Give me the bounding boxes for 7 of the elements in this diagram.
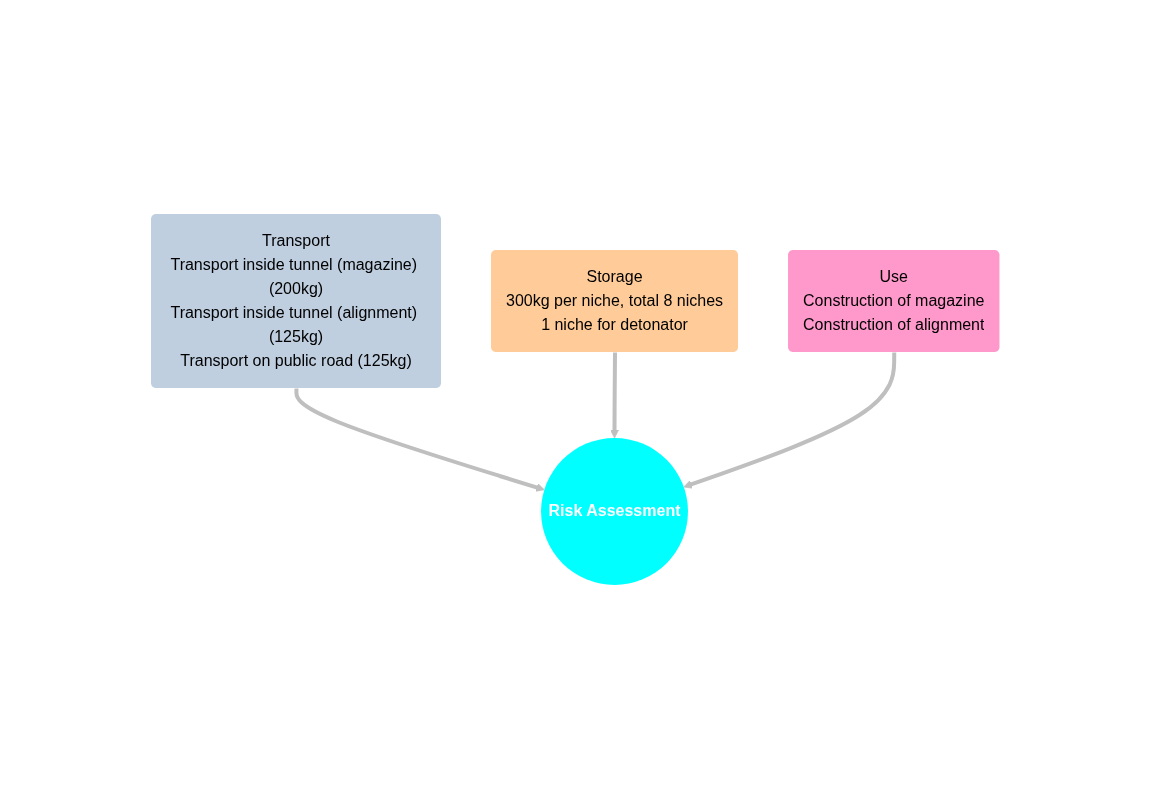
node-box: Use Construction of magazine Construction of alignment bbox=[787, 249, 1000, 352]
node-box: Transport Transport inside tunnel (magazine) (200kg) Transport inside tunnel (alignment) (125kg) Transport on public road (125kg) bbox=[150, 213, 441, 388]
arrow bbox=[609, 352, 619, 438]
node-circle: Risk Assessment bbox=[540, 437, 688, 585]
node-box: Storage 300kg per niche, total 8 niches 1 niche for detonator bbox=[490, 249, 738, 352]
arrow bbox=[294, 388, 545, 492]
arrow bbox=[683, 352, 896, 489]
